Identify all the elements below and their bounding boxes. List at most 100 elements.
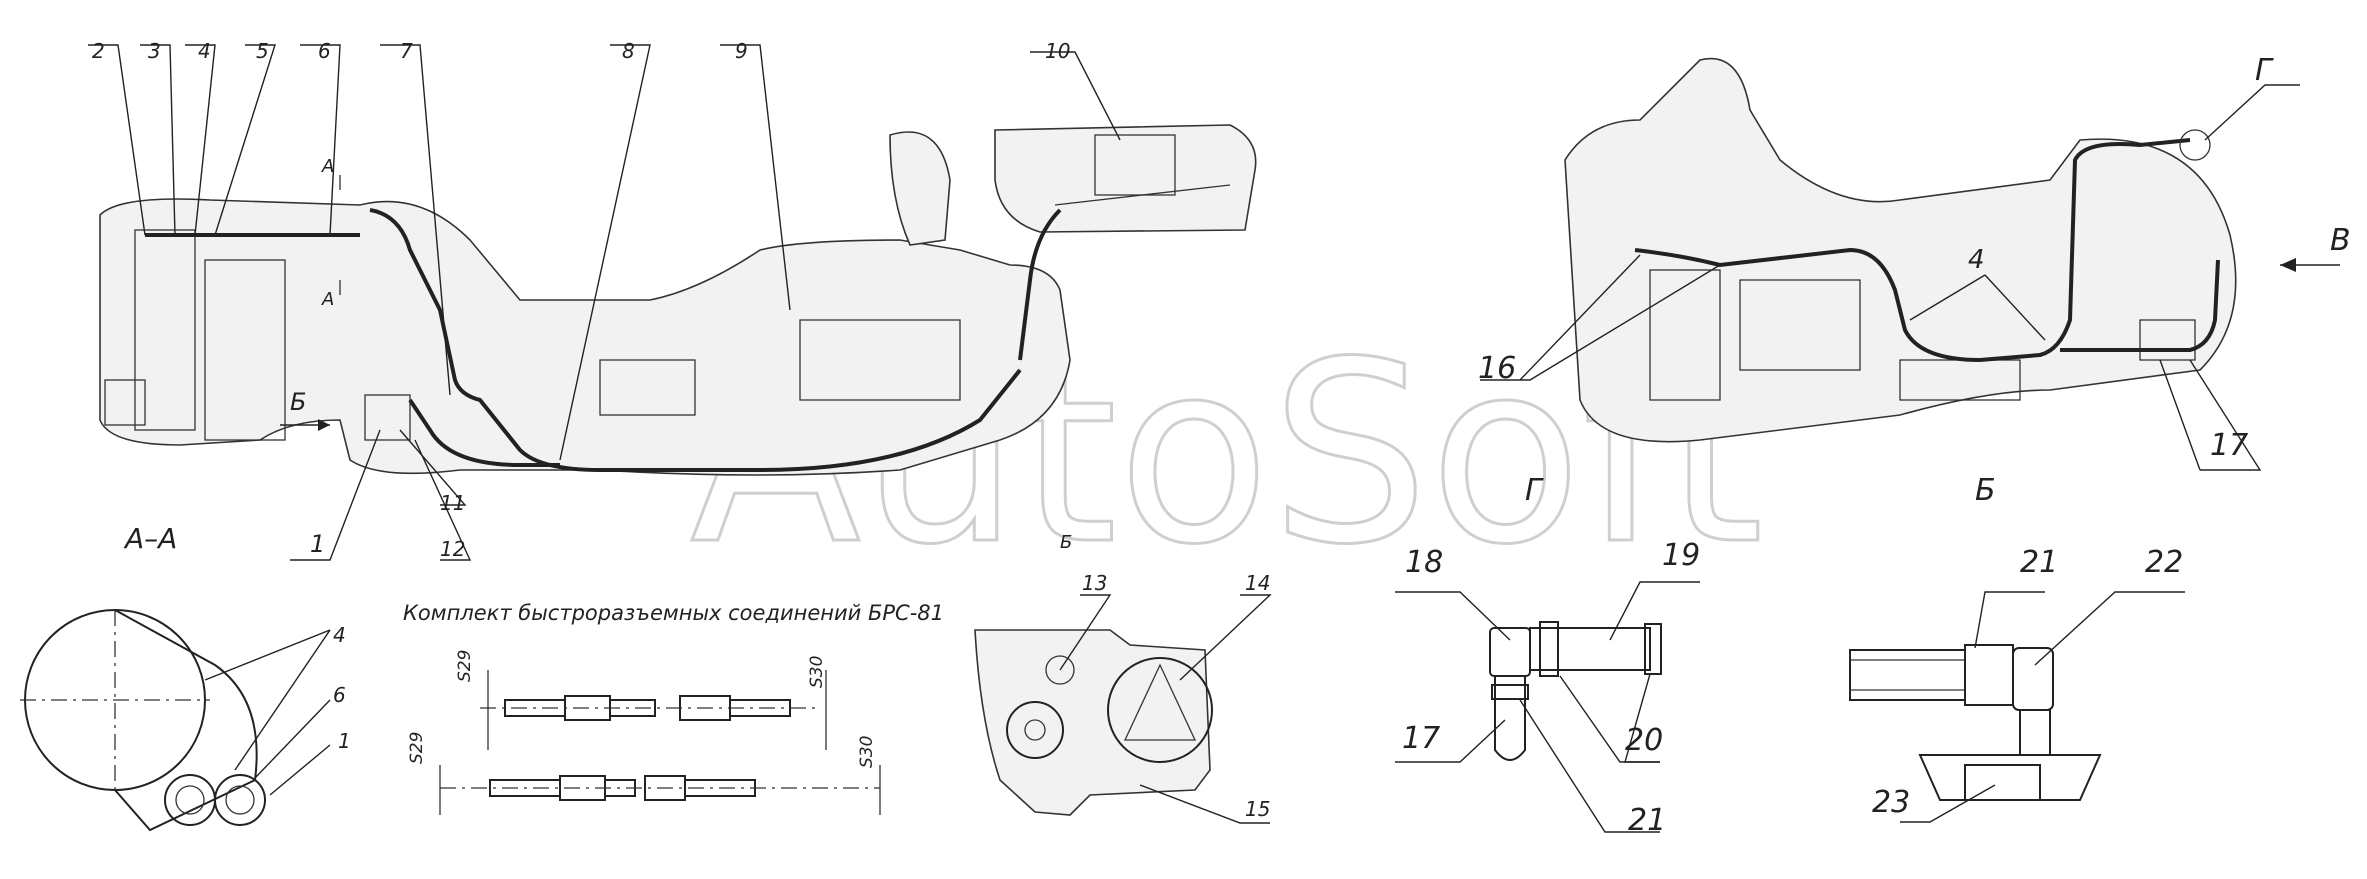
pump-body: [1107, 657, 1213, 763]
mount-plate-23: [1918, 754, 2102, 801]
callout-4-view-b: 4: [1968, 245, 1985, 275]
dim-s29-label-b: S29: [407, 732, 427, 764]
elbow-stem: [2019, 709, 2051, 756]
view-b: [1564, 57, 2237, 443]
upper-tank: [994, 124, 1257, 233]
fitting-detail-b: [1849, 644, 2102, 801]
hose-segment: [1849, 649, 1966, 701]
b-view-label: Б: [1975, 473, 1996, 508]
callout-21-detail-b: 21: [2020, 545, 2058, 580]
receiver-12: [364, 394, 411, 441]
aa-marker-bottom: А: [321, 289, 334, 310]
view-b-plate: [2139, 319, 2196, 361]
callout-17-view-b: 17: [2210, 428, 2248, 463]
b-small-label: Б: [1060, 532, 1072, 553]
callout-1-main: 1: [310, 530, 325, 558]
callout-20: 20: [1625, 723, 1663, 758]
callout-1-section: 1: [338, 729, 351, 753]
tank-strap: [1054, 184, 1231, 206]
callout-4-section: 4: [333, 623, 346, 647]
hose-braid: [1850, 659, 1965, 691]
view-g-fitting: [2179, 129, 2211, 161]
callout-17-detail: 17: [1402, 721, 1440, 756]
fitting-elbow-18: [1489, 627, 1531, 677]
callout-8: 8: [622, 39, 635, 63]
hose-section-2: [214, 774, 266, 826]
view-b-hose-2: [2060, 259, 2220, 352]
b-arrow-label: Б: [290, 388, 306, 416]
kit-coupling-long: [440, 775, 880, 801]
fitting-nut-20: [1539, 621, 1559, 677]
callout-14: 14: [1245, 571, 1270, 595]
aa-view-label: А–А: [123, 522, 177, 555]
seat: [889, 131, 951, 246]
leader-lines: [88, 44, 2262, 833]
hose-bore-2: [225, 785, 255, 815]
v-arrow-label: В: [2330, 223, 2351, 258]
fitting-detail-a: [1489, 621, 1662, 761]
main-hose: [369, 208, 1022, 472]
g-marker-leader: [2204, 84, 2300, 141]
view-b-outline: [1564, 57, 2237, 443]
callout-18: 18: [1405, 545, 1443, 580]
main-assembly: [99, 124, 1257, 476]
pump-pulley: [1006, 701, 1064, 759]
callout-2: 2: [92, 39, 105, 63]
callout-4: 4: [198, 39, 211, 63]
dim-s30-label-a: S30: [807, 656, 827, 688]
callout-labels: 1 1 2 3 4 4 4 5 6 6 7 8 9 10 11 12 13 14…: [92, 39, 2248, 838]
mount-insert: [1964, 764, 2041, 801]
aa-marker-top: А: [321, 156, 334, 177]
pump-nut: [1045, 655, 1075, 685]
b-arrow-head: [318, 419, 330, 431]
callout-10: 10: [1045, 39, 1070, 63]
callout-7: 7: [400, 39, 413, 63]
kit-title: Комплект быстроразъемных соединений БРС-…: [403, 601, 944, 625]
callout-23: 23: [1872, 785, 1910, 820]
tank-hose: [1018, 208, 1062, 361]
pump-pulley-hub: [1024, 719, 1046, 741]
g-view-label: Г: [1525, 473, 1544, 508]
hose-section-1: [164, 774, 216, 826]
hose-clamp: [1964, 644, 2014, 706]
fitting-nut-20b: [1644, 623, 1662, 675]
battery-box: [204, 259, 286, 441]
callout-22: 22: [2145, 545, 2183, 580]
engine-vent: [599, 359, 696, 416]
g-marker-label: Г: [2255, 53, 2274, 88]
elbow-22: [2012, 647, 2054, 711]
callout-3: 3: [148, 39, 161, 63]
callout-5: 5: [256, 39, 269, 63]
return-hose: [408, 398, 560, 467]
view-b-tank: [1649, 269, 1721, 401]
tank-frame: [134, 229, 196, 431]
valve-block: [104, 379, 146, 426]
callout-19: 19: [1662, 538, 1700, 573]
fitting-body-19: [1529, 627, 1651, 671]
callout-11: 11: [440, 491, 465, 515]
pump-triangle: [1123, 663, 1197, 741]
v-arrow-head: [2280, 258, 2296, 272]
fitting-clamp-21: [1491, 684, 1529, 700]
kit-coupling-short: [480, 695, 820, 721]
fitting-hose-17: [1494, 676, 1526, 761]
callout-6-section: 6: [333, 683, 346, 707]
dim-s29-label-a: S29: [455, 650, 475, 682]
section-aa-detail: [20, 609, 266, 832]
callout-12: 12: [440, 537, 465, 561]
callout-13: 13: [1082, 571, 1107, 595]
callout-6: 6: [318, 39, 331, 63]
pump-bracket: [974, 629, 1211, 816]
pump-housing: [799, 319, 961, 401]
dim-s30-label-b: S30: [857, 736, 877, 768]
callout-15: 15: [1245, 797, 1270, 821]
pump-detail: [974, 629, 1213, 816]
chassis-outline: [99, 198, 1071, 476]
callout-16: 16: [1478, 351, 1516, 386]
hose-bore-1: [175, 785, 205, 815]
view-b-hose: [1634, 138, 2191, 363]
tank-filter: [1094, 134, 1176, 196]
callout-21-detail-a: 21: [1628, 803, 1666, 838]
view-b-frame: [1739, 279, 1861, 371]
